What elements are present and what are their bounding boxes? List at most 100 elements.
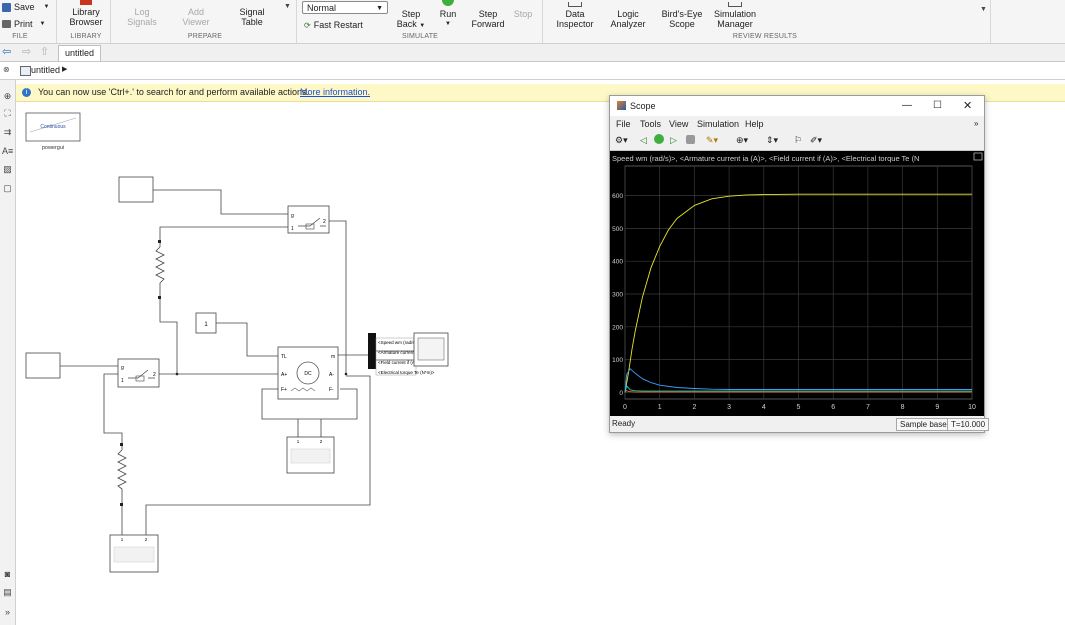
- svg-text:m: m: [331, 354, 335, 360]
- fast-restart-button[interactable]: ⟳ Fast Restart: [304, 20, 363, 30]
- model-canvas[interactable]: Continuous powergui g 1 2: [16, 102, 1065, 625]
- menu-view[interactable]: View: [669, 119, 689, 129]
- expand-icon[interactable]: »: [4, 607, 10, 617]
- powergui-block[interactable]: Continuous powergui: [25, 112, 81, 151]
- y-tick-label: 0: [619, 390, 623, 397]
- breadcrumb-model[interactable]: untitled: [31, 65, 61, 75]
- bus-signal-armature: <Armature current ia (A)>: [378, 350, 429, 355]
- section-file-label: FILE: [12, 33, 28, 40]
- simulation-manager-button[interactable]: Simulation Manager: [710, 2, 760, 29]
- series-line-2: [624, 368, 972, 393]
- print-button[interactable]: Print ▼: [2, 19, 45, 29]
- scope-toolbar: ⚙▾ ◁ ▷ ✎▾ ⊕▾ ⇕▾ ⚐ ✐▾: [610, 132, 984, 151]
- matlab-icon: [617, 101, 626, 110]
- x-tick-label: 3: [727, 404, 731, 411]
- dc-voltage-source-left[interactable]: 1 2: [109, 534, 159, 573]
- zoom-icon[interactable]: ⊕: [3, 91, 12, 101]
- scope-plot[interactable]: Speed wm (rad/s)>, <Armature current ia …: [610, 151, 984, 416]
- scope-title-bar: Scope — ☐ ✕: [610, 96, 984, 116]
- svg-text:TL: TL: [281, 354, 287, 360]
- menu-help[interactable]: Help: [745, 119, 764, 129]
- junction-dots: [120, 240, 348, 506]
- breadcrumb-arrow-icon[interactable]: ▶: [62, 66, 68, 73]
- run-icon: [442, 0, 454, 6]
- minimize-icon[interactable]: —: [902, 100, 912, 111]
- step-back-button[interactable]: Step Back ▼: [396, 9, 426, 29]
- powergui-mode-text: Continuous: [40, 124, 66, 130]
- settings-icon[interactable]: ⚙▾: [615, 135, 628, 145]
- review-gallery-expand-icon[interactable]: ▼: [980, 6, 987, 13]
- x-tick-label: 10: [968, 404, 976, 411]
- svg-text:F+: F+: [281, 387, 287, 393]
- area-icon[interactable]: ▢: [3, 183, 12, 193]
- svg-text:A+: A+: [281, 372, 287, 378]
- add-viewer-button[interactable]: Add Viewer: [182, 7, 210, 27]
- library-browser-button[interactable]: Library Browser: [66, 0, 106, 27]
- step-back-icon[interactable]: ◁: [640, 135, 647, 145]
- series-line-4: [624, 384, 972, 393]
- svg-text:g: g: [121, 365, 124, 371]
- more-information-link[interactable]: More information.: [300, 87, 371, 97]
- menu-overflow-icon[interactable]: »: [974, 119, 979, 128]
- hide-explorer-icon[interactable]: ⊗: [3, 65, 10, 74]
- notification-text: You can now use 'Ctrl+.' to search for a…: [38, 87, 310, 97]
- up-arrow-icon[interactable]: ⇧: [40, 46, 50, 58]
- constant-block[interactable]: 1: [195, 312, 217, 334]
- forward-arrow-icon[interactable]: ⇨: [22, 46, 32, 58]
- log-signals-button[interactable]: Log Signals: [127, 7, 157, 27]
- scope-block[interactable]: [413, 332, 449, 367]
- menu-tools[interactable]: Tools: [640, 119, 662, 129]
- resistor-lower[interactable]: [117, 449, 127, 497]
- plot-lines: [624, 193, 972, 393]
- simulation-mode-select[interactable]: Normal ▼: [302, 1, 388, 14]
- divider: [56, 0, 57, 43]
- dc-machine-block[interactable]: DC TL m A+ A- F+ F-: [277, 346, 339, 400]
- signal-table-button[interactable]: Signal Table: [239, 7, 265, 27]
- x-tick-label: 0: [623, 404, 627, 411]
- logic-analyzer-button[interactable]: Logic Analyzer: [610, 9, 646, 29]
- property-inspector-icon[interactable]: ▤: [3, 587, 12, 597]
- edit-style-icon[interactable]: ✐▾: [810, 135, 823, 145]
- cursor-measure-icon[interactable]: ⚐: [794, 135, 803, 145]
- switch-upper-block[interactable]: g 1 2: [287, 205, 330, 234]
- legend-toggle-icon[interactable]: [973, 152, 983, 161]
- pulse-generator-upper[interactable]: [118, 176, 154, 203]
- dc-voltage-source-center[interactable]: 1 2: [286, 436, 335, 474]
- svg-text:1: 1: [297, 439, 300, 444]
- close-icon[interactable]: ✕: [963, 100, 973, 112]
- stop-button[interactable]: Stop: [513, 9, 533, 19]
- section-simulate-label: SIMULATE: [401, 33, 439, 40]
- pulse-generator-lower[interactable]: [25, 352, 61, 379]
- svg-text:2: 2: [145, 537, 148, 542]
- highlight-icon[interactable]: ✎▾: [706, 135, 719, 145]
- scope-menu-bar: File Tools View Simulation Help »: [610, 117, 984, 131]
- menu-simulation[interactable]: Simulation: [697, 119, 740, 129]
- step-forward-icon[interactable]: ▷: [670, 135, 677, 145]
- svg-text:1: 1: [121, 537, 124, 542]
- back-arrow-icon[interactable]: ⇦: [2, 46, 12, 58]
- fit-to-view-icon[interactable]: ⛶: [4, 108, 11, 118]
- x-tick-label: 4: [762, 404, 766, 411]
- resistor-upper[interactable]: [155, 246, 165, 290]
- step-forward-button[interactable]: Step Forward: [471, 9, 505, 29]
- run-icon[interactable]: [654, 134, 664, 144]
- maximize-icon[interactable]: ☐: [933, 100, 942, 111]
- prepare-gallery-expand-icon[interactable]: ▼: [284, 3, 291, 10]
- zoom-icon[interactable]: ⊕▾: [736, 135, 749, 145]
- run-button[interactable]: Run ▼: [434, 0, 462, 29]
- tab-untitled[interactable]: untitled: [58, 45, 102, 61]
- arrow-right-icon[interactable]: ⇉: [3, 127, 12, 137]
- save-button[interactable]: Save ▼: [2, 2, 49, 12]
- scope-status-text: Ready: [612, 419, 636, 428]
- menu-file[interactable]: File: [616, 119, 631, 129]
- x-tick-label: 9: [935, 404, 939, 411]
- stop-icon[interactable]: [686, 135, 695, 144]
- data-inspector-button[interactable]: Data Inspector: [554, 2, 596, 29]
- camera-icon[interactable]: ◙: [4, 569, 11, 579]
- birds-eye-scope-button[interactable]: Bird's-Eye Scope: [661, 9, 703, 29]
- annotation-icon[interactable]: A≡: [2, 146, 14, 156]
- image-icon[interactable]: ▨: [3, 164, 12, 174]
- autoscale-icon[interactable]: ⇕▾: [766, 135, 779, 145]
- switch-lower-block[interactable]: g 1 2: [117, 358, 160, 388]
